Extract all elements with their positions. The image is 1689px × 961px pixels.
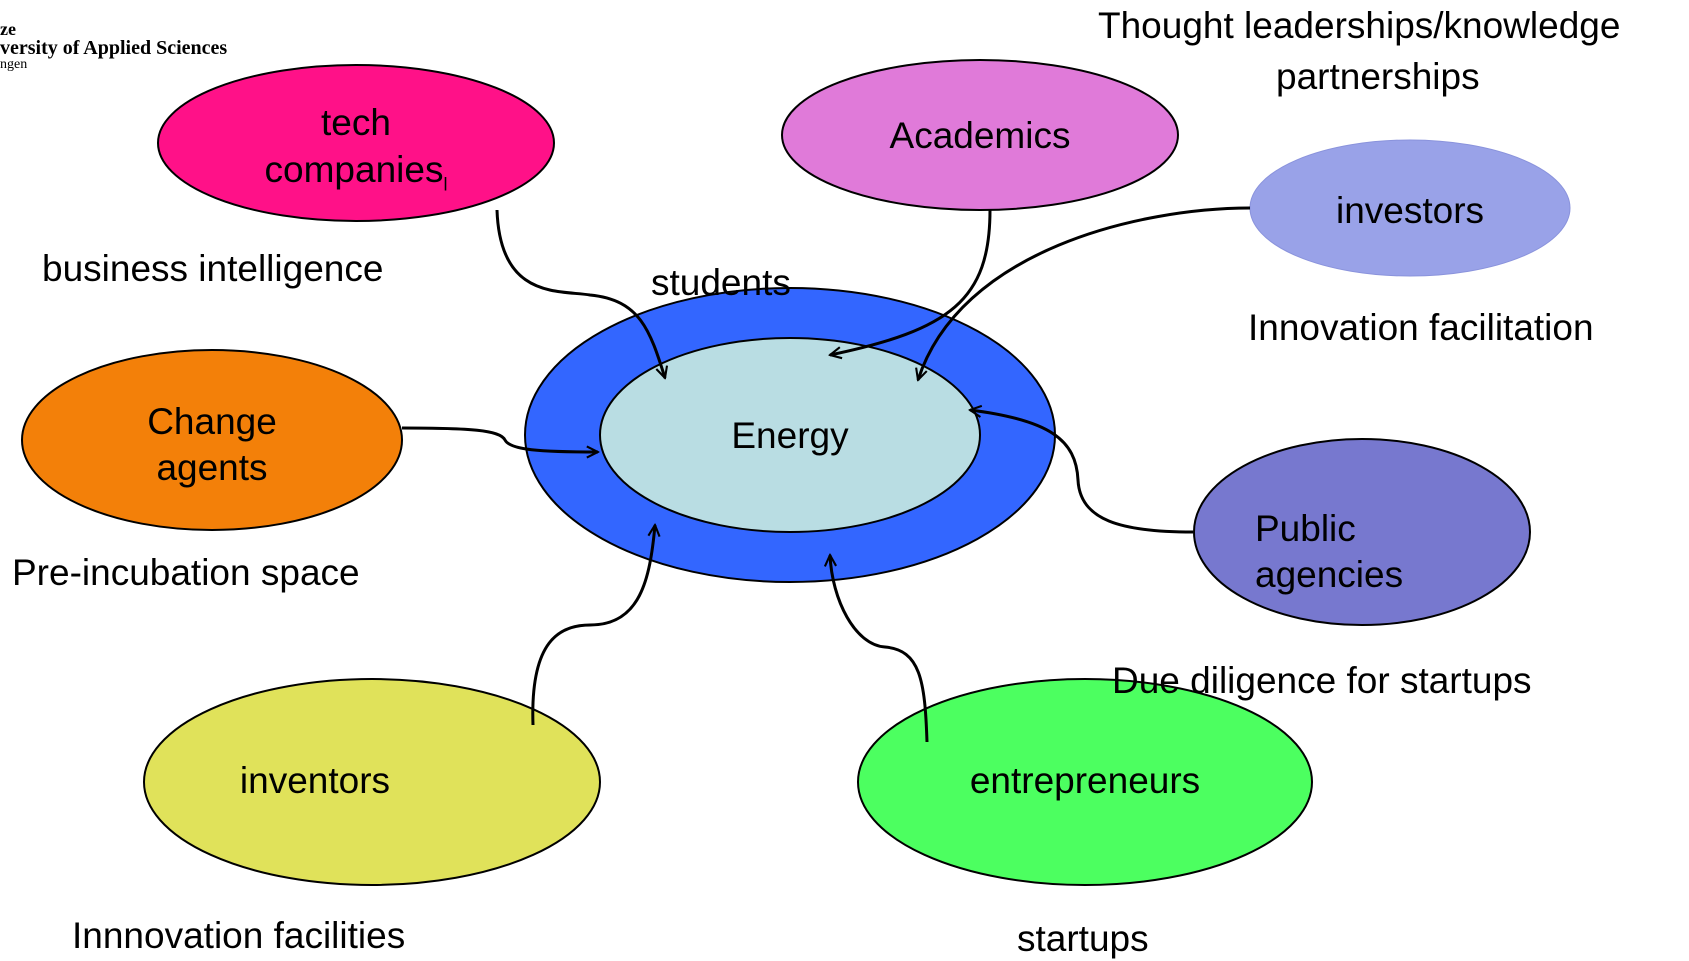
academics-node [781,59,1179,211]
innovation-facilitation-label: Innovation facilitation [1248,307,1594,348]
students-label: students [651,262,791,303]
energy-core [599,337,981,533]
arrow-change-agents [401,426,598,452]
entrepreneurs-node [857,678,1313,886]
innovation-facilities-label: Innnovation facilities [72,915,406,956]
public-agencies-node [1193,438,1531,626]
tech-companies-subscript: l [443,174,448,195]
thought-leadership-line2: partnerships [1276,56,1480,97]
arrow-investors [918,206,1251,380]
inventors-label: inventors [239,759,391,801]
change-agents-label: Change agents [60,390,364,500]
logo-line-2: versity of Applied Sciences [0,37,228,59]
arrow-inventors [531,525,655,726]
pre-incubation-label: Pre-incubation space [12,552,360,593]
public-agencies-line1: Public [1255,507,1356,549]
change-agents-node [21,349,403,531]
startups-label: startups [1017,918,1149,959]
due-diligence-label: Due diligence for startups [1112,660,1532,701]
academics-label: Academics [889,114,1071,156]
arrow-academics [830,209,992,355]
tech-companies-line1: tech [321,102,391,144]
change-agents-line2: agents [156,447,268,488]
business-intelligence-label: business intelligence [42,248,384,289]
change-agents-line1: Change [147,400,277,442]
entrepreneurs-label: entrepreneurs [969,759,1201,801]
public-agencies-line2: agencies [1255,554,1404,595]
public-agencies-label: Public agencies [1255,497,1465,607]
tech-companies-node [157,64,555,222]
arrow-public-agencies [970,410,1194,534]
tech-companies-label: tech companiesl [170,93,542,203]
investors-label: investors [1335,189,1485,231]
inventors-node [143,678,601,886]
arrow-entrepreneurs [830,555,929,743]
energy-label: Energy [731,414,849,456]
thought-leadership-line1: Thought leaderships/knowledge [1098,5,1621,46]
tech-companies-line2: companies [264,148,444,190]
logo-line-3: ngen [0,57,28,72]
arrow-tech-companies [495,209,665,378]
university-logo: ze versity of Applied Sciences ngen [0,20,227,72]
logo-line-1: ze [0,19,16,39]
